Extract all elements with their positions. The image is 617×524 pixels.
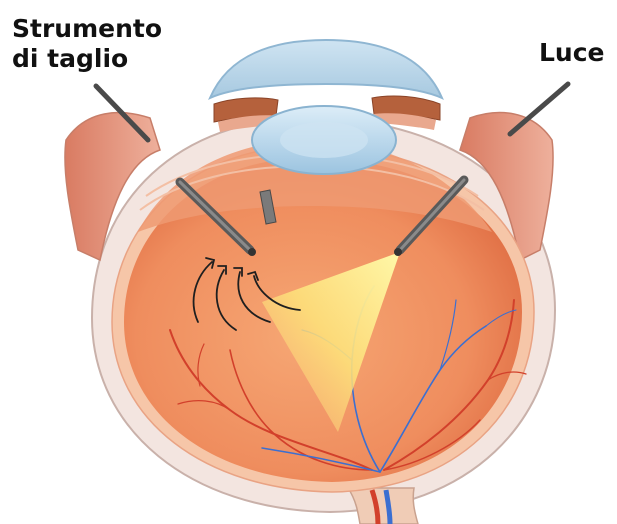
cornea bbox=[210, 40, 442, 98]
cutting-tool-label-line1: Strumento bbox=[12, 14, 162, 44]
optic-nerve bbox=[348, 488, 418, 524]
cutting-tool-label: Strumento di taglio bbox=[12, 14, 162, 74]
light-label: Luce bbox=[539, 38, 605, 68]
cutting-tool-label-line2: di taglio bbox=[12, 44, 162, 74]
